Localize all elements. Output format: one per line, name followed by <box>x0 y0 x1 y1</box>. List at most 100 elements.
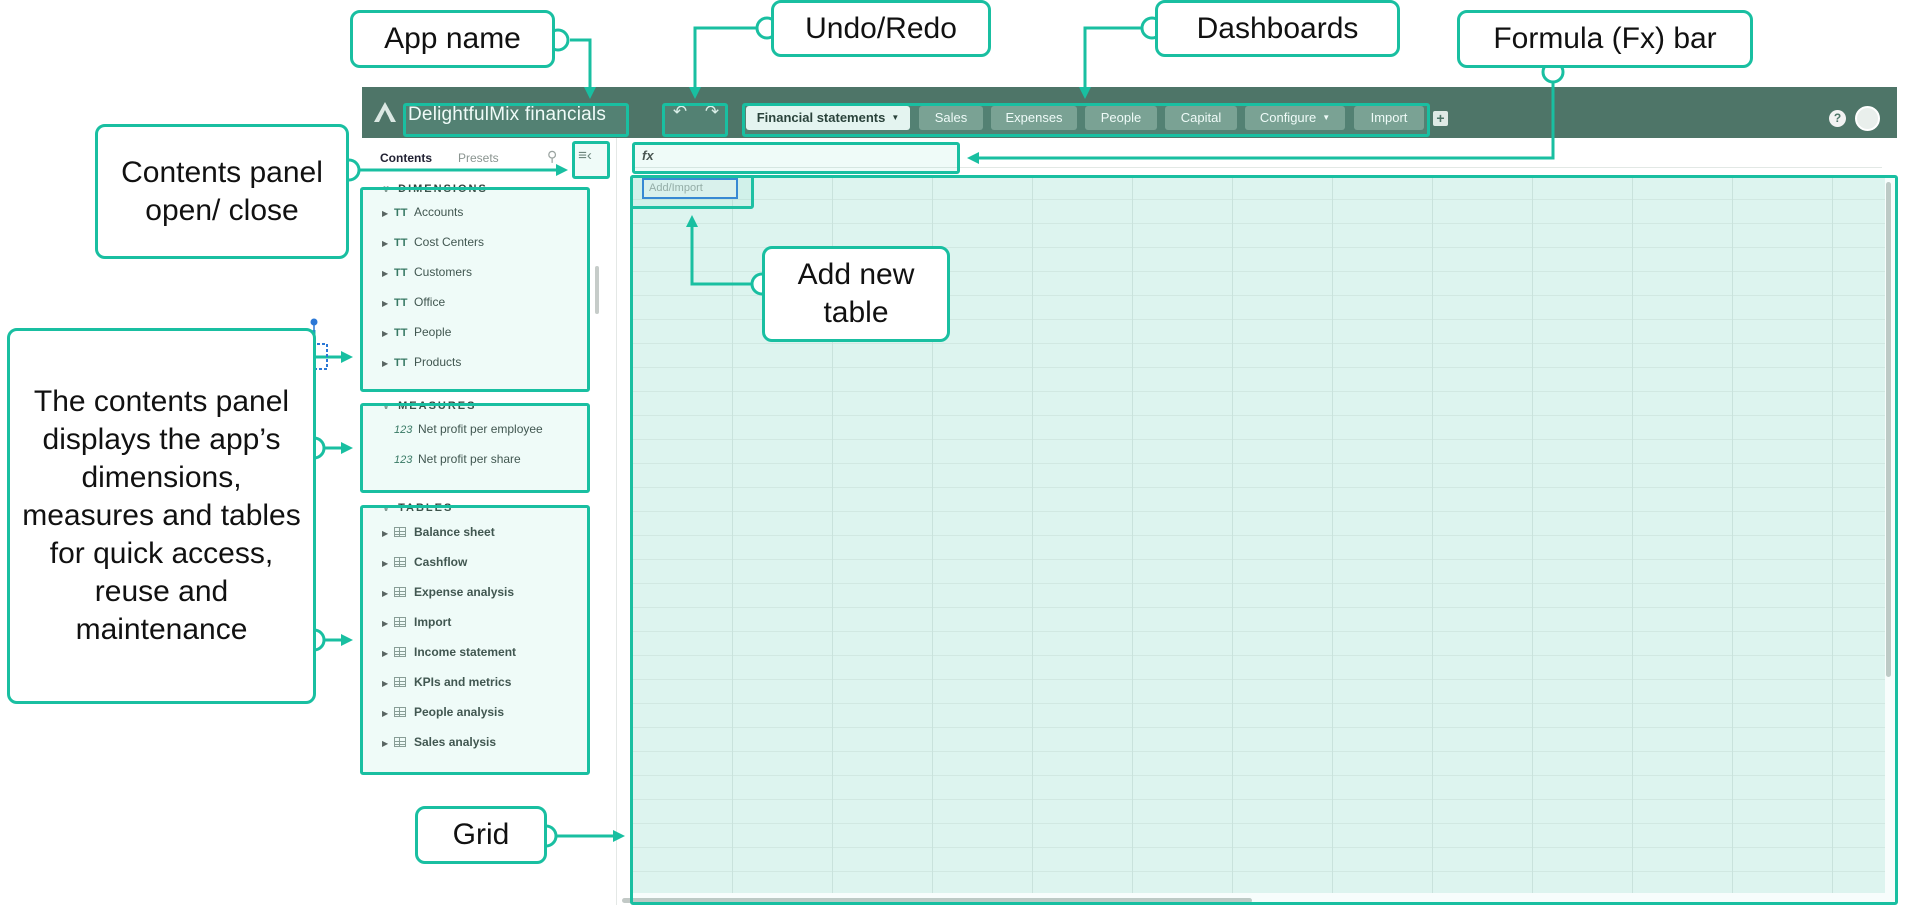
chevron-down-icon: ∨ <box>382 503 391 514</box>
add-dashboard-icon[interactable]: + <box>1433 111 1448 126</box>
table-item[interactable]: ▶ Cashflow <box>382 551 602 573</box>
dimension-item[interactable]: ▶ TT Accounts <box>382 201 602 223</box>
table-item[interactable]: ▶ People analysis <box>382 701 602 723</box>
table-item[interactable]: ▶ Income statement <box>382 641 602 663</box>
expand-arrow-icon: ▶ <box>382 589 389 598</box>
tab-label: Financial statements <box>756 110 886 125</box>
number-type-icon: 123 <box>394 454 413 466</box>
app-logo-icon <box>374 102 396 122</box>
callout-grid: Grid <box>415 806 547 864</box>
expand-arrow-icon: ▶ <box>382 649 389 658</box>
callout-undo-redo: Undo/Redo <box>771 0 991 57</box>
tables-highlight <box>360 505 590 775</box>
app-name[interactable]: DelightfulMix financials <box>408 104 607 125</box>
item-label: Net profit per share <box>418 452 521 466</box>
panel-collapse-icon[interactable]: ≡‹ <box>578 147 592 164</box>
item-label: Office <box>414 295 446 309</box>
callout-add-new-table: Add new table <box>762 246 950 342</box>
panel-scrollbar[interactable] <box>595 266 599 314</box>
chevron-down-icon: ▼ <box>891 113 900 122</box>
table-icon <box>394 587 406 597</box>
item-label: People <box>414 325 452 339</box>
expand-arrow-icon: ▶ <box>382 709 389 718</box>
tab-financial-statements[interactable]: Financial statements ▼ <box>746 106 910 130</box>
formula-bar-highlight <box>632 142 960 174</box>
expand-arrow-icon: ▶ <box>382 239 389 248</box>
undo-icon[interactable]: ↶ <box>672 102 688 121</box>
table-icon <box>394 617 406 627</box>
add-import-cell[interactable]: Add/Import <box>642 178 738 199</box>
app-window: DelightfulMix financials ↶ ↷ Financial s… <box>362 87 1897 905</box>
expand-arrow-icon: ▶ <box>382 559 389 568</box>
grid-horizontal-scrollbar[interactable] <box>622 898 1252 903</box>
avatar[interactable] <box>1855 106 1880 131</box>
table-item[interactable]: ▶ Sales analysis <box>382 731 602 753</box>
fx-icon: fx <box>642 148 654 163</box>
text-type-icon: TT <box>394 267 408 279</box>
text-type-icon: TT <box>394 237 408 249</box>
expand-arrow-icon: ▶ <box>382 269 389 278</box>
item-label: People analysis <box>414 705 505 719</box>
app-name-highlight <box>403 103 629 137</box>
dimension-item[interactable]: ▶ TT Products <box>382 351 602 373</box>
item-label: Cashflow <box>414 555 468 569</box>
table-item[interactable]: ▶ Expense analysis <box>382 581 602 603</box>
item-label: Balance sheet <box>414 525 495 539</box>
item-label: Expense analysis <box>414 585 515 599</box>
item-label: Cost Centers <box>414 235 485 249</box>
callout-app-name: App name <box>350 10 555 68</box>
text-type-icon: TT <box>394 207 408 219</box>
expand-arrow-icon: ▶ <box>382 299 389 308</box>
item-label: Customers <box>414 265 473 279</box>
table-icon <box>394 557 406 567</box>
callout-contents-toggle: Contents panel open/ close <box>95 124 349 259</box>
dimension-item[interactable]: ▶ TT Customers <box>382 261 602 283</box>
callout-formula-bar: Formula (Fx) bar <box>1457 10 1753 68</box>
chevron-down-icon: ∨ <box>382 401 391 412</box>
text-type-icon: TT <box>394 297 408 309</box>
expand-arrow-icon: ▶ <box>382 679 389 688</box>
expand-arrow-icon: ▶ <box>382 359 389 368</box>
item-label: Sales analysis <box>414 735 497 749</box>
item-label: Accounts <box>414 205 464 219</box>
expand-arrow-icon: ▶ <box>382 329 389 338</box>
undo-redo-highlight <box>662 103 728 137</box>
table-icon <box>394 707 406 717</box>
tab-presets[interactable]: Presets <box>458 151 499 165</box>
redo-icon[interactable]: ↷ <box>704 102 720 121</box>
item-label: Import <box>414 615 452 629</box>
tab-contents[interactable]: Contents <box>380 151 432 165</box>
formula-bar[interactable]: fx <box>632 142 1882 168</box>
expand-arrow-icon: ▶ <box>382 739 389 748</box>
item-label: KPIs and metrics <box>414 675 512 689</box>
table-item[interactable]: ▶ KPIs and metrics <box>382 671 602 693</box>
table-icon <box>394 737 406 747</box>
grid-vertical-scrollbar[interactable] <box>1886 182 1891 677</box>
search-icon[interactable]: ⚲ <box>547 148 558 164</box>
text-type-icon: TT <box>394 357 408 369</box>
measure-item[interactable]: 123 Net profit per share <box>382 448 602 470</box>
expand-arrow-icon: ▶ <box>382 209 389 218</box>
expand-arrow-icon: ▶ <box>382 529 389 538</box>
help-icon[interactable]: ? <box>1829 110 1846 127</box>
item-label: Income statement <box>414 645 517 659</box>
dimension-item[interactable]: ▶ TT Cost Centers <box>382 231 602 253</box>
table-item[interactable]: ▶ Import <box>382 611 602 633</box>
table-item[interactable]: ▶ Balance sheet <box>382 521 602 543</box>
table-icon <box>394 677 406 687</box>
callout-dashboards: Dashboards <box>1155 0 1400 57</box>
tab-label: Sales <box>934 110 968 125</box>
expand-arrow-icon: ▶ <box>382 619 389 628</box>
item-label: Products <box>414 355 462 369</box>
table-icon <box>394 647 406 657</box>
dimensions-highlight <box>360 187 590 392</box>
callout-contents-panel: The contents panel displays the app’s di… <box>7 328 316 704</box>
contents-toggle-highlight <box>572 141 610 179</box>
measures-highlight <box>360 403 590 493</box>
dimension-item[interactable]: ▶ TT Office <box>382 291 602 313</box>
dashboards-highlight <box>742 103 1430 137</box>
item-label: Net profit per employee <box>418 422 543 436</box>
